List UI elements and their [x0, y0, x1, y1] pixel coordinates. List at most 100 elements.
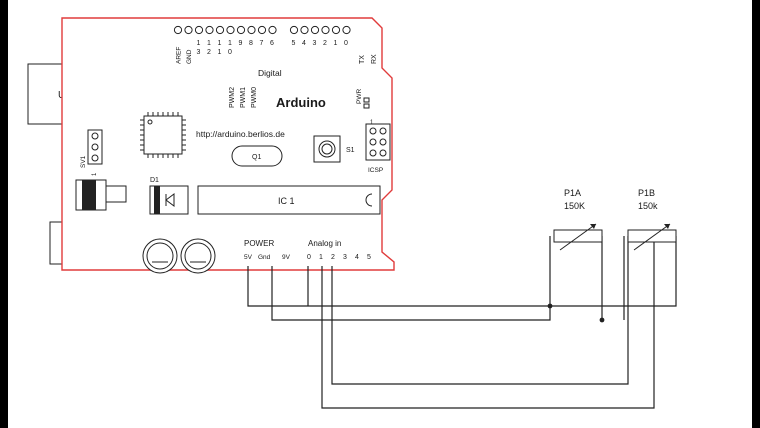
- digital-pin-GND: [184, 25, 193, 35]
- tx-label: TX: [359, 55, 366, 64]
- icsp-label: ICSP: [368, 167, 383, 174]
- s1-label: S1: [346, 147, 355, 154]
- digital-pin-label-13-b: 3: [197, 49, 201, 56]
- analog-pin-label-4: 4: [355, 254, 359, 261]
- sv1-pin1: 1: [92, 172, 98, 176]
- digital-pin-label-10-b: 0: [228, 49, 232, 56]
- analog-pin-label-0: 0: [307, 254, 311, 261]
- rx-label: RX: [371, 54, 378, 64]
- sv1-label: SV1: [80, 155, 87, 168]
- analog-label: Analog in: [308, 239, 341, 248]
- digital-pin-label-1: 1: [334, 40, 338, 47]
- power-label: POWER: [244, 239, 274, 248]
- pwm-label-0: PWM2: [229, 87, 236, 108]
- digital-pin-label-12-b: 2: [207, 49, 211, 56]
- digital-pin-4: [300, 25, 309, 35]
- power-pin-label-0: 5V: [244, 254, 253, 261]
- board-name: Arduino: [276, 95, 326, 110]
- wire-gnd: [271, 236, 551, 321]
- digital-label: Digital: [258, 68, 282, 78]
- icsp-header: [365, 123, 391, 161]
- digital-pin-label-10: 1: [228, 40, 232, 47]
- digital-pin-7: [257, 25, 267, 35]
- digital-pin-label-4: 4: [302, 40, 306, 47]
- digital-pin-label-2: 2: [323, 40, 327, 47]
- p1a-name: P1A: [564, 188, 581, 198]
- digital-pin-6: [268, 25, 277, 35]
- digital-pin-label-9: 9: [239, 40, 243, 47]
- board-url: http://arduino.berlios.de: [196, 129, 285, 139]
- digital-pin-label-8: 8: [249, 40, 253, 47]
- pwm-label-1: PWM1: [240, 87, 247, 108]
- q1-crystal: [231, 145, 283, 167]
- p1b-name: P1B: [638, 188, 655, 198]
- digital-pin-label-11-b: 1: [218, 49, 222, 56]
- digital-pin-3: [310, 25, 320, 35]
- ic1-chip: [197, 185, 381, 215]
- p1b-value: 150k: [638, 201, 658, 211]
- icsp-pin: [379, 149, 387, 157]
- pwr-led-2: [363, 103, 370, 109]
- junction-2: [599, 317, 605, 323]
- digital-pin-11: [215, 25, 225, 35]
- digital-pin-label-0: 0: [344, 40, 348, 47]
- digital-pin-label-12: 1: [207, 40, 211, 47]
- wire-analog-0-run: [321, 236, 655, 409]
- digital-pin-label-gnd: GND: [186, 49, 193, 64]
- potentiometer-p1b: [627, 223, 677, 251]
- power-pin-label-2: 9V: [282, 254, 291, 261]
- digital-pin-AREF: [173, 25, 183, 35]
- analog-pin-label-2: 2: [331, 254, 335, 261]
- pwr-label: PWR: [356, 89, 363, 104]
- pwm-labels: PWM2 PWM1 PWM0: [229, 87, 258, 108]
- digital-pin-label-11: 1: [218, 40, 222, 47]
- p1a-value: 150K: [564, 201, 585, 211]
- icsp-pin1: 1: [370, 120, 374, 126]
- digital-pin-5: [289, 25, 299, 35]
- d1-diode: [149, 185, 189, 215]
- digital-pin-label-5: 5: [292, 40, 296, 47]
- icsp-pin: [369, 138, 377, 146]
- analog-pin-labels: 0 1 2 3 4 5: [307, 254, 371, 261]
- d1-label: D1: [150, 177, 159, 184]
- icsp-pin: [369, 127, 377, 135]
- power-pin-label-1: Gnd: [258, 254, 271, 261]
- digital-pin-label-aref: AREF: [176, 47, 183, 64]
- icsp-pin: [379, 127, 387, 135]
- digital-pin-8: [247, 25, 256, 35]
- pwr-led: [363, 97, 370, 103]
- digital-pin-1: [331, 25, 341, 35]
- wires: [247, 236, 677, 409]
- capacitor-left: [142, 238, 178, 274]
- digital-pin-0: [342, 25, 351, 35]
- wire-analog-2: [331, 236, 629, 385]
- wire-5v: [247, 236, 677, 307]
- digital-pin-12: [205, 25, 214, 35]
- voltage-regulator: [75, 179, 127, 211]
- ic1-label: IC 1: [278, 196, 295, 206]
- mcu-chip: [140, 112, 186, 158]
- digital-pin-label-7: 7: [260, 40, 264, 47]
- digital-pin-label-13: 1: [197, 40, 201, 47]
- analog-pin-label-1: 1: [319, 254, 323, 261]
- digital-pin-label-3: 3: [313, 40, 317, 47]
- sv1-jumper: [87, 129, 103, 165]
- power-pin-labels: 5V Gnd 9V: [244, 254, 291, 261]
- digital-pin-label-6: 6: [270, 40, 274, 47]
- digital-pin-10: [226, 25, 235, 35]
- digital-pin-9: [236, 25, 246, 35]
- icsp-pin: [379, 138, 387, 146]
- digital-pin-2: [321, 25, 330, 35]
- junction-1: [547, 303, 553, 309]
- potentiometer-p1a: [553, 223, 603, 251]
- capacitor-right: [180, 238, 216, 274]
- analog-pin-label-5: 5: [367, 254, 371, 261]
- q1-label: Q1: [252, 154, 261, 161]
- icsp-pin: [369, 149, 377, 157]
- s1-reset-button: [313, 135, 341, 163]
- analog-pin-label-3: 3: [343, 254, 347, 261]
- digital-pin-13: [194, 25, 204, 35]
- pwm-label-2: PWM0: [251, 87, 258, 108]
